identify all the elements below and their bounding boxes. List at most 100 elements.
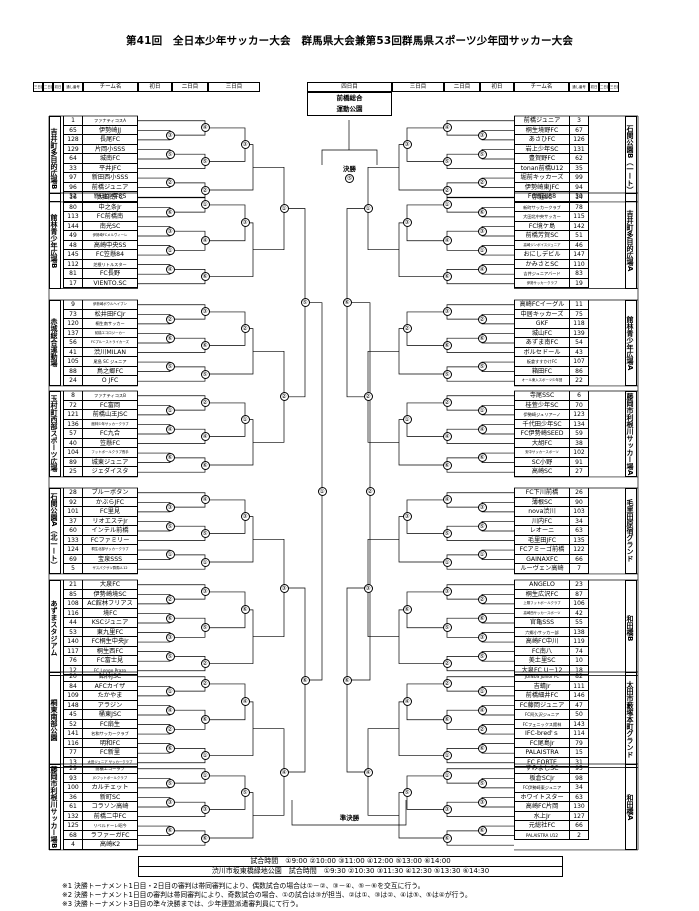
team-number: 31	[569, 757, 589, 768]
header-cell: 二日目	[444, 82, 480, 92]
team-name: 堀前キッカーズ	[514, 173, 569, 183]
bracket-line	[481, 333, 514, 344]
team-name: 高崎中央SS	[83, 240, 138, 251]
team-number: 5	[63, 564, 83, 574]
bracket-line	[481, 685, 514, 697]
match-number: ⑥	[402, 605, 412, 615]
team-name: カルチェット	[83, 783, 138, 793]
match-number: ①	[477, 550, 487, 560]
team-name: 美土里SC	[514, 656, 569, 666]
bracket-line	[205, 499, 246, 534]
team-number: 143	[569, 719, 589, 730]
team-number: 43	[569, 347, 589, 358]
team-number: 50	[569, 710, 589, 720]
team-name: FC九合	[83, 429, 138, 439]
team-number: 118	[569, 319, 589, 329]
match-number: ④	[200, 495, 210, 505]
bracket-line	[481, 226, 514, 237]
team-name: 川内FC	[514, 516, 569, 527]
team-number: 54	[569, 338, 589, 348]
match-number: ④	[200, 123, 210, 133]
team-number: 141	[63, 729, 83, 739]
match-number: ⑥	[477, 743, 487, 753]
venue-label: 藤岡市利根川サッカー場A	[625, 391, 637, 477]
match-number: ①	[442, 751, 452, 761]
team-name: JOINUS Junior FC	[514, 672, 569, 682]
bracket-line	[481, 206, 514, 218]
team-name: アラジン	[83, 700, 138, 711]
team-number: 13	[63, 757, 83, 768]
match-number: ①	[200, 751, 210, 761]
match-number: ①	[165, 550, 175, 560]
match-number: ⑤	[200, 528, 210, 538]
team-name: 明和FC	[83, 738, 138, 749]
match-number: ⑤	[442, 156, 452, 166]
bracket-line	[367, 728, 399, 816]
bracket-line	[398, 419, 447, 466]
team-name: リオエステJr	[83, 516, 138, 527]
team-number: 126	[569, 135, 589, 145]
team-number: 28	[63, 488, 83, 498]
venue-label: 桐東南部公園	[49, 672, 61, 768]
team-number: 96	[63, 182, 83, 193]
match-number: ②	[402, 324, 412, 334]
team-number: 90	[569, 497, 589, 508]
notes: ※1 決勝トーナメント1日目・2日目の審判は帯同審判により、偶数試合の場合は①－…	[62, 882, 662, 909]
match-number: ⑥	[477, 826, 487, 836]
team-number: 82	[569, 672, 589, 682]
match-number: ⑥	[477, 333, 487, 343]
team-name: おにしデビル	[514, 250, 569, 260]
team-number: 59	[569, 429, 589, 439]
team-number: 92	[63, 497, 83, 508]
team-name: コラソン高崎	[83, 802, 138, 812]
team-name: 新町サッカークラブ	[514, 202, 569, 213]
team-name: FC南八	[514, 646, 569, 657]
venue-label: 石関公園B（一ート）	[625, 116, 637, 202]
bracket-line	[205, 516, 254, 563]
match-number: ⑤	[200, 623, 210, 633]
team-number: 125	[63, 821, 83, 831]
team-number: 26	[569, 488, 589, 498]
match-number: ②	[477, 724, 487, 734]
team-name: ANGELO	[514, 580, 569, 590]
team-name: 千代田少年SC	[514, 419, 569, 430]
venue-label: 赤城総合運動場	[49, 300, 61, 386]
team-name: FC境ケ島	[514, 221, 569, 232]
team-number: 44	[63, 618, 83, 628]
team-name: 伊勢崎FCメルヴィーレ	[83, 231, 138, 241]
team-number: 130	[569, 802, 589, 812]
match-number: ⑥	[165, 207, 175, 217]
team-name: 東九里FC	[83, 627, 138, 638]
team-number: 78	[569, 202, 589, 213]
team-name: GKF	[514, 319, 569, 329]
match-number: ②	[365, 486, 375, 496]
venue-label: 吉井町多目的広場B	[49, 116, 61, 202]
match-number: ④	[200, 236, 210, 246]
team-number: 34	[569, 516, 589, 527]
match-number: ④	[165, 424, 175, 434]
match-number: ②	[442, 679, 452, 689]
bracket-line	[205, 792, 254, 839]
team-name: 笠懸FC	[83, 438, 138, 449]
match-number: ②	[200, 398, 210, 408]
match-number: ①	[165, 405, 175, 415]
match-number: ⑤	[165, 778, 175, 788]
bracket-line	[205, 609, 254, 664]
team-name: 毛里田JFC	[514, 535, 569, 546]
bracket-line	[481, 452, 514, 463]
team-number: 104	[63, 448, 83, 458]
bracket-line	[367, 538, 399, 638]
header-cell: チーム名	[514, 82, 569, 92]
team-name: FC長野	[83, 269, 138, 279]
team-name: FC前橋南	[83, 212, 138, 222]
match-number: ④	[279, 767, 289, 777]
team-number: 80	[63, 202, 83, 213]
team-number: 55	[569, 618, 589, 628]
match-number: ②	[477, 178, 487, 188]
match-number: ④	[477, 705, 487, 715]
team-number: 98	[569, 773, 589, 784]
match-number: ③	[165, 226, 175, 236]
team-name: 薄根SC	[514, 497, 569, 508]
team-number: 24	[63, 376, 83, 386]
